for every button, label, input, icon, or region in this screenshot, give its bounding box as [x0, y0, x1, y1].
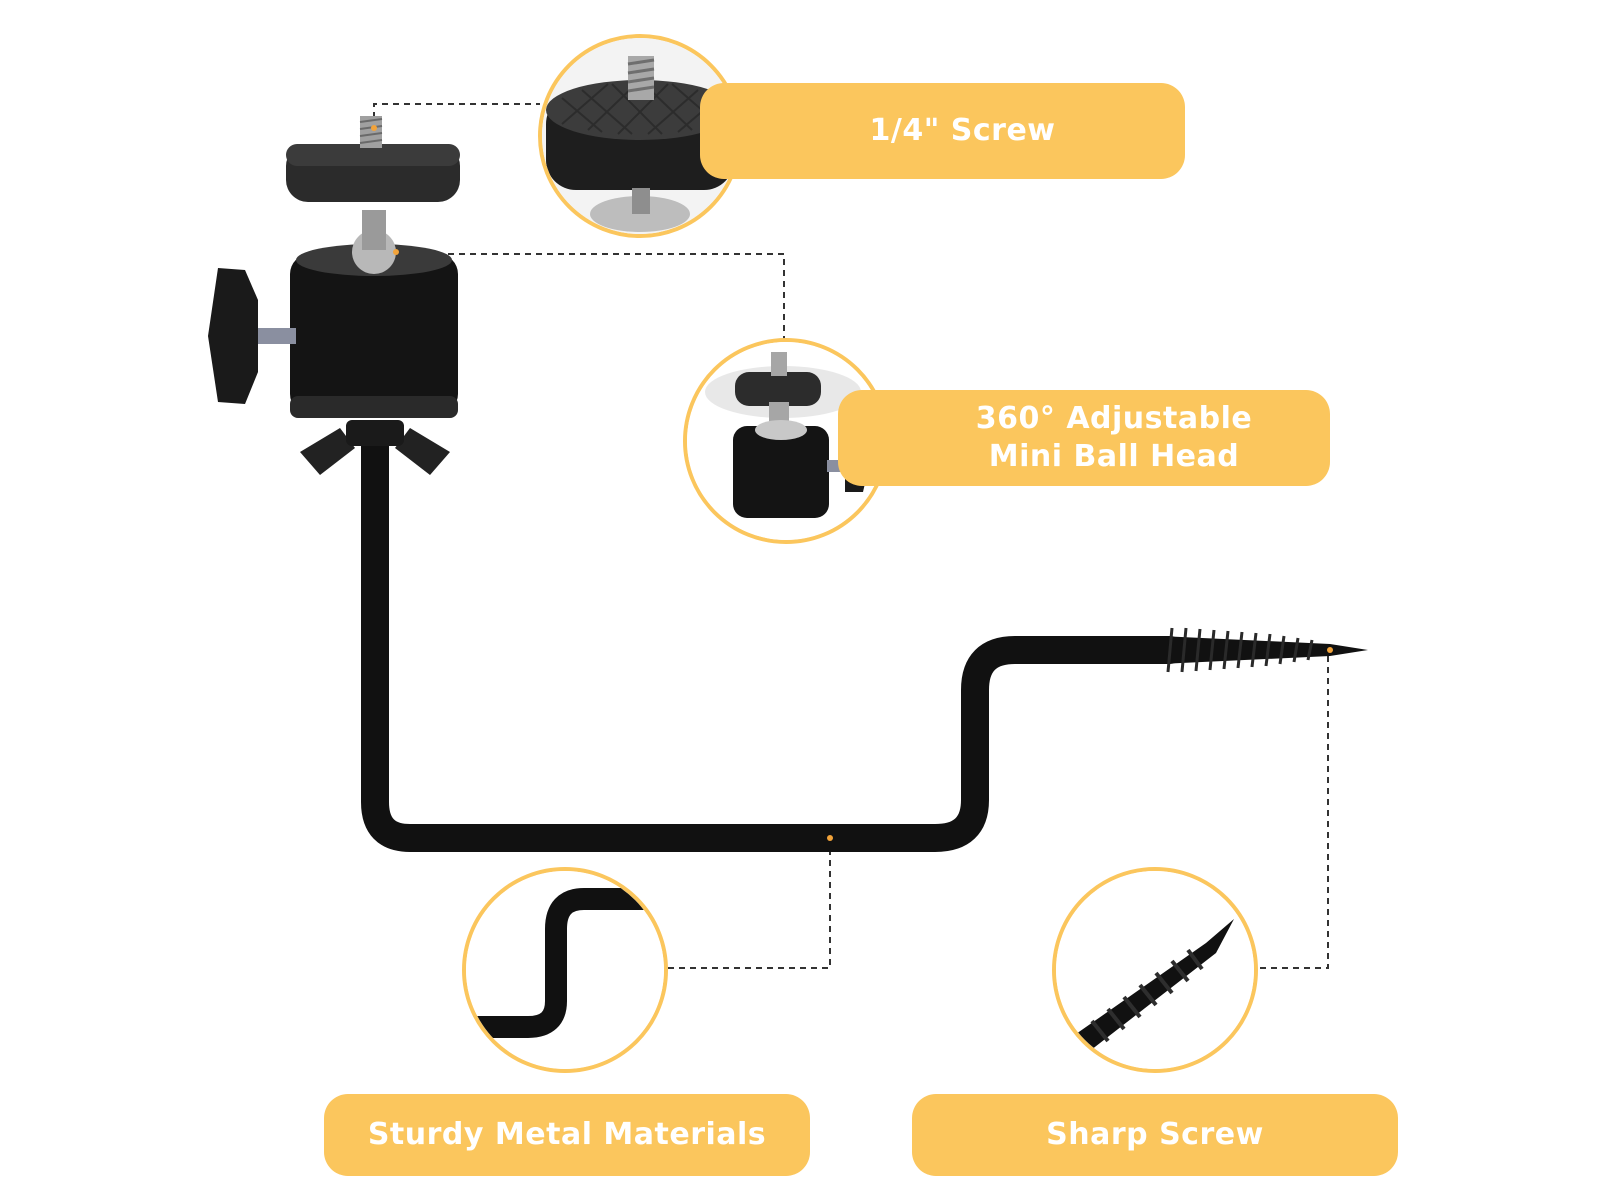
sharp-screw-closeup — [1052, 867, 1258, 1073]
ball-head-callout: 360° Adjustable Mini Ball Head — [838, 390, 1330, 486]
ball-head-callout-line1: 360° Adjustable — [975, 401, 1253, 436]
sharp-screw-icon — [1056, 871, 1254, 1069]
ball-head — [208, 116, 460, 418]
screw-callout-label: 1/4" Screw — [869, 113, 1056, 148]
lag-screw — [1160, 627, 1368, 673]
ball-head-callout-line2: Mini Ball Head — [988, 439, 1240, 474]
sharp-screw-callout-label: Sharp Screw — [1046, 1117, 1264, 1152]
bent-arm-closeup — [462, 867, 668, 1073]
bent-arm-icon — [466, 871, 664, 1069]
material-callout: Sturdy Metal Materials — [324, 1094, 810, 1176]
wing-nut — [300, 420, 450, 475]
sharp-screw-callout: Sharp Screw — [912, 1094, 1398, 1176]
material-callout-label: Sturdy Metal Materials — [367, 1117, 767, 1152]
bent-arm — [361, 426, 1184, 852]
anchor-dots — [371, 125, 1333, 841]
screw-callout: 1/4" Screw — [700, 83, 1185, 179]
